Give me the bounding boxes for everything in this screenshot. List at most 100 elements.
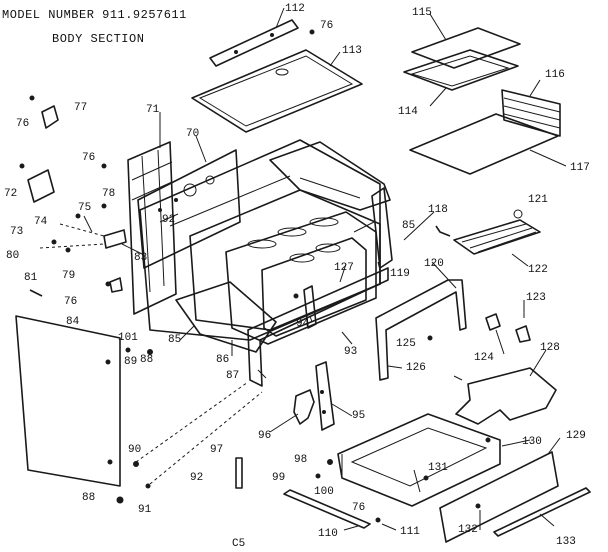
label-121: 121 bbox=[528, 194, 548, 206]
label-123: 123 bbox=[526, 292, 546, 304]
part-97-pin bbox=[235, 457, 243, 489]
label-71: 71 bbox=[146, 104, 160, 116]
label-99: 99 bbox=[272, 472, 285, 484]
label-115: 115 bbox=[412, 7, 432, 19]
label-100: 100 bbox=[314, 486, 334, 498]
label-88: 88 bbox=[82, 492, 95, 504]
label-92: 92 bbox=[162, 214, 175, 226]
label-126: 126 bbox=[406, 362, 426, 374]
part-133-drawer-rail bbox=[493, 487, 591, 537]
label-89: 89 bbox=[124, 356, 137, 368]
part-70-back-panel bbox=[137, 149, 241, 269]
leader-lines bbox=[83, 7, 567, 531]
label-130: 130 bbox=[522, 436, 542, 448]
label-110: 110 bbox=[318, 528, 338, 540]
label-75: 75 bbox=[78, 202, 91, 214]
part-81-clip bbox=[29, 289, 43, 297]
part-83-bracket bbox=[103, 229, 127, 249]
label-73: 73 bbox=[10, 226, 23, 238]
label-78: 78 bbox=[102, 188, 115, 200]
part-71-rear-frame bbox=[127, 141, 177, 315]
label-98: 98 bbox=[294, 454, 307, 466]
assembly-lines bbox=[39, 223, 263, 485]
label-124: 124 bbox=[474, 352, 494, 364]
label-129: 129 bbox=[566, 430, 586, 442]
part-101-clip bbox=[109, 277, 123, 293]
label-122: 122 bbox=[528, 264, 548, 276]
part-114-broiler-pan bbox=[403, 49, 519, 91]
label-72: 72 bbox=[4, 188, 17, 200]
label-128: 128 bbox=[540, 342, 560, 354]
label-87: 87 bbox=[226, 370, 239, 382]
label-92: 92 bbox=[190, 472, 203, 484]
label-101: 101 bbox=[118, 332, 138, 344]
label-80: 80 bbox=[6, 250, 19, 262]
section-title: BODY SECTION bbox=[52, 32, 144, 46]
label-118: 118 bbox=[428, 204, 448, 216]
part-116-deflector bbox=[501, 89, 561, 137]
part-110-drawer-rail bbox=[283, 489, 371, 529]
part-115-broiler-grid bbox=[411, 27, 521, 69]
label-76: 76 bbox=[82, 152, 95, 164]
label-93: 93 bbox=[344, 346, 357, 358]
label-113: 113 bbox=[342, 45, 362, 57]
part-77-bracket bbox=[29, 95, 59, 129]
part-126-door-seal bbox=[375, 279, 467, 381]
label-76: 76 bbox=[352, 502, 365, 514]
label-114: 114 bbox=[398, 106, 418, 118]
label-95: 95 bbox=[352, 410, 365, 422]
label-112: 112 bbox=[285, 3, 305, 15]
part-122-broil-element bbox=[435, 209, 541, 255]
label-85: 85 bbox=[402, 220, 415, 232]
label-94: 94 bbox=[296, 318, 310, 330]
label-125: 125 bbox=[396, 338, 416, 350]
part-94-light-socket bbox=[293, 285, 317, 329]
label-86: 86 bbox=[216, 354, 229, 366]
label-91: 91 bbox=[138, 504, 152, 516]
label-79: 79 bbox=[62, 270, 75, 282]
part-95-hinge bbox=[315, 361, 335, 431]
oven-liner bbox=[225, 211, 377, 345]
label-120: 120 bbox=[424, 258, 444, 270]
label-77: 77 bbox=[74, 102, 87, 114]
part-73-cover-plate bbox=[19, 163, 55, 203]
part-100-storage-drawer bbox=[337, 413, 501, 507]
part-117-oven-rack bbox=[409, 113, 559, 175]
part-labels: 112 76 113 115 114 116 117 76 77 71 70 7… bbox=[4, 3, 590, 550]
label-133: 133 bbox=[556, 536, 576, 548]
part-112-top-trim bbox=[209, 19, 299, 67]
label-132: 132 bbox=[458, 524, 478, 536]
part-87-front-frame bbox=[247, 267, 389, 387]
label-76: 76 bbox=[16, 118, 29, 130]
part-128-bake-element bbox=[453, 367, 557, 425]
label-117: 117 bbox=[570, 162, 590, 174]
part-129-drawer-front bbox=[439, 451, 559, 543]
label-119: 119 bbox=[390, 268, 410, 280]
part-96-hinge-spring bbox=[293, 389, 315, 425]
label-84: 84 bbox=[66, 316, 80, 328]
label-74: 74 bbox=[34, 216, 48, 228]
label-81: 81 bbox=[24, 272, 38, 284]
footer-code: C5 bbox=[232, 538, 245, 550]
label-83: 83 bbox=[134, 252, 147, 264]
label-90: 90 bbox=[128, 444, 141, 456]
part-119-side-trim bbox=[371, 187, 393, 269]
part-118-vent-duct bbox=[269, 141, 391, 211]
label-70: 70 bbox=[186, 128, 199, 140]
part-86-bottom-rail bbox=[175, 281, 277, 353]
label-76: 76 bbox=[320, 20, 333, 32]
label-111: 111 bbox=[400, 526, 420, 538]
label-131: 131 bbox=[428, 462, 448, 474]
label-85: 85 bbox=[168, 334, 181, 346]
part-124-sensor bbox=[427, 313, 531, 343]
label-76: 76 bbox=[64, 296, 77, 308]
fasteners bbox=[51, 29, 491, 523]
label-127: 127 bbox=[334, 262, 354, 274]
part-113-cooktop-panel bbox=[191, 49, 363, 133]
part-84-side-panel bbox=[15, 315, 121, 487]
model-number-title: MODEL NUMBER 911.9257611 bbox=[2, 8, 187, 22]
label-96: 96 bbox=[258, 430, 271, 442]
label-97: 97 bbox=[210, 444, 223, 456]
